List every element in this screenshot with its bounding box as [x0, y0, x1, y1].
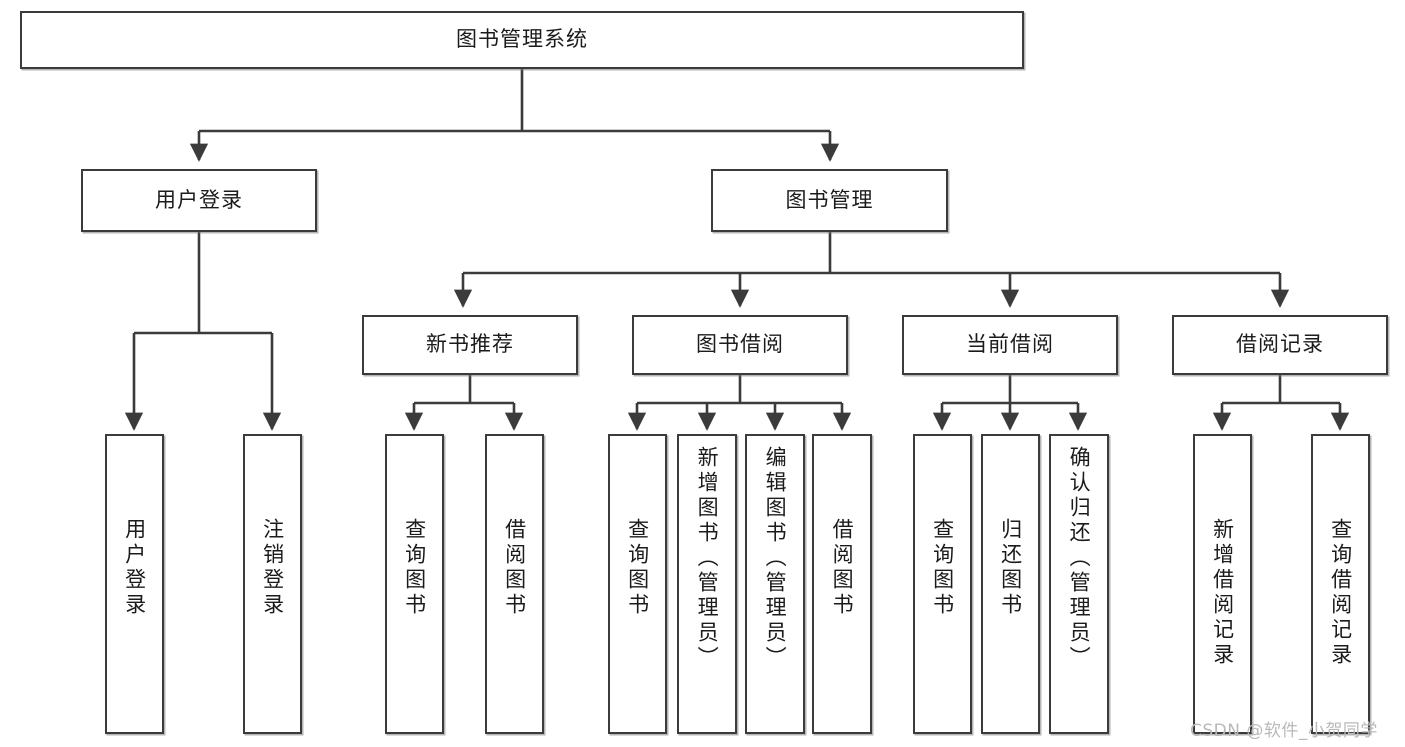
- leaf-current-borrow-query[interactable]: 查询图书: [913, 434, 972, 734]
- leaf-current-borrow-return-label: 归还图书: [998, 518, 1023, 618]
- leaf-user-login-signin-label: 用户登录: [122, 518, 147, 618]
- leaf-current-borrow-query-label: 查询图书: [930, 518, 955, 618]
- leaf-new-book-borrow[interactable]: 借阅图书: [485, 434, 544, 734]
- leaf-borrow-record-query-label: 查询借阅记录: [1328, 518, 1353, 668]
- leaf-book-borrow-query[interactable]: 查询图书: [608, 434, 667, 734]
- leaf-user-login-signin[interactable]: 用户登录: [105, 434, 164, 734]
- node-new-book-recommend[interactable]: 新书推荐: [362, 315, 578, 375]
- leaf-book-borrow-add[interactable]: 新增图书（管理员）: [677, 434, 737, 734]
- node-borrow-record-label: 借阅记录: [1236, 332, 1324, 357]
- node-book-management-label: 图书管理: [785, 187, 874, 212]
- node-book-borrow[interactable]: 图书借阅: [632, 315, 848, 375]
- leaf-book-borrow-edit-label: 编辑图书（管理员）: [763, 446, 788, 671]
- leaf-current-borrow-confirm-label: 确认归还（管理员）: [1067, 446, 1092, 671]
- leaf-borrow-record-query[interactable]: 查询借阅记录: [1311, 434, 1370, 734]
- leaf-book-borrow-edit[interactable]: 编辑图书（管理员）: [745, 434, 805, 734]
- leaf-book-borrow-borrow-label: 借阅图书: [830, 518, 855, 618]
- node-root-label: 图书管理系统: [456, 27, 588, 52]
- leaf-book-borrow-add-label: 新增图书（管理员）: [695, 446, 720, 671]
- node-current-borrow[interactable]: 当前借阅: [902, 315, 1118, 375]
- leaf-new-book-borrow-label: 借阅图书: [502, 518, 527, 618]
- leaf-book-borrow-borrow[interactable]: 借阅图书: [812, 434, 872, 734]
- node-book-borrow-label: 图书借阅: [696, 332, 784, 357]
- leaf-borrow-record-add[interactable]: 新增借阅记录: [1193, 434, 1252, 734]
- leaf-user-login-signout[interactable]: 注销登录: [243, 434, 302, 734]
- node-user-login-label: 用户登录: [155, 187, 243, 212]
- leaf-current-borrow-confirm[interactable]: 确认归还（管理员）: [1049, 434, 1109, 734]
- leaf-current-borrow-return[interactable]: 归还图书: [981, 434, 1040, 734]
- node-new-book-recommend-label: 新书推荐: [426, 332, 514, 357]
- node-root[interactable]: 图书管理系统: [20, 11, 1024, 69]
- leaf-user-login-signout-label: 注销登录: [260, 518, 285, 618]
- node-book-management[interactable]: 图书管理: [711, 169, 948, 232]
- csdn-watermark: CSDN @软件_小贺同学: [1190, 721, 1378, 741]
- leaf-book-borrow-query-label: 查询图书: [625, 518, 650, 618]
- node-current-borrow-label: 当前借阅: [966, 332, 1054, 357]
- leaf-new-book-query-label: 查询图书: [402, 518, 427, 618]
- node-borrow-record[interactable]: 借阅记录: [1172, 315, 1388, 375]
- leaf-new-book-query[interactable]: 查询图书: [385, 434, 444, 734]
- leaf-borrow-record-add-label: 新增借阅记录: [1210, 518, 1235, 668]
- node-user-login[interactable]: 用户登录: [81, 169, 317, 232]
